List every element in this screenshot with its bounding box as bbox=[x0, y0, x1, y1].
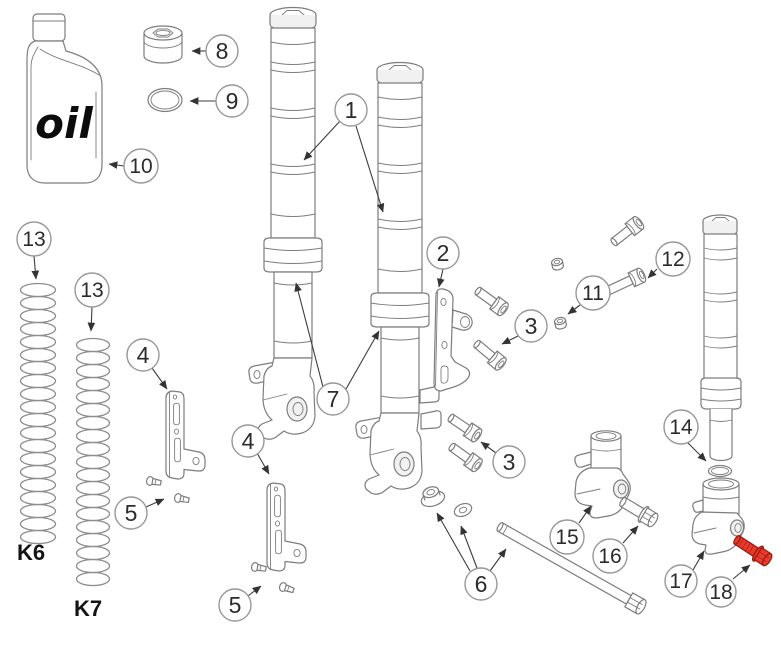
fork-leg-right bbox=[355, 61, 442, 495]
callout-number: 7 bbox=[327, 386, 340, 412]
callout-10[interactable]: 10 bbox=[123, 148, 159, 184]
axle-pinch-bolt-part16 bbox=[619, 496, 659, 528]
callout-8[interactable]: 8 bbox=[205, 34, 239, 68]
callout-number: 15 bbox=[555, 526, 578, 549]
fork-cap-part8 bbox=[143, 25, 183, 64]
axle-nut-part6 bbox=[420, 486, 446, 508]
callout-circle bbox=[231, 424, 265, 458]
callout-number: 8 bbox=[216, 38, 229, 64]
callout-circle bbox=[316, 382, 350, 416]
callout-7[interactable]: 7 bbox=[316, 382, 350, 416]
callout-circle bbox=[492, 445, 526, 479]
callout-4-upper[interactable]: 4 bbox=[126, 338, 160, 372]
callout-number: 4 bbox=[242, 428, 255, 454]
callout-number: 5 bbox=[125, 500, 138, 526]
callout-15[interactable]: 15 bbox=[549, 519, 585, 555]
callout-circle bbox=[123, 148, 159, 184]
spring-label-k6: K6 bbox=[17, 540, 45, 565]
callout-circle bbox=[592, 538, 628, 574]
callout-number: 18 bbox=[709, 581, 732, 604]
callout-6[interactable]: 6 bbox=[464, 567, 498, 601]
oil-label: oil bbox=[35, 99, 93, 148]
callout-circle bbox=[114, 496, 148, 530]
callout-number: 10 bbox=[129, 155, 152, 178]
callout-number: 3 bbox=[525, 313, 538, 339]
callout-circle bbox=[664, 564, 698, 598]
callout-5-lower[interactable]: 5 bbox=[218, 588, 252, 622]
axle-washer-part6 bbox=[453, 502, 473, 518]
callout-number: 13 bbox=[22, 228, 45, 251]
callout-12[interactable]: 12 bbox=[655, 241, 691, 277]
callout-circle bbox=[74, 272, 110, 308]
callout-circle bbox=[16, 221, 52, 257]
callout-circle bbox=[663, 409, 699, 445]
callout-number: 13 bbox=[80, 279, 103, 302]
callout-number: 14 bbox=[669, 416, 693, 439]
callout-number: 2 bbox=[437, 240, 450, 266]
axle-holder-part15 bbox=[574, 430, 631, 519]
callout-circle bbox=[655, 241, 691, 277]
callout-circle bbox=[549, 519, 585, 555]
leader-lines bbox=[31, 47, 751, 597]
highlighted-bolt-part18[interactable] bbox=[730, 531, 774, 568]
caliper-bracket-part2 bbox=[433, 288, 473, 392]
damper-tube-part14 bbox=[700, 214, 742, 462]
callout-18[interactable]: 18 bbox=[705, 576, 737, 608]
callout-4-lower[interactable]: 4 bbox=[231, 424, 265, 458]
callout-number: 11 bbox=[582, 282, 604, 305]
callout-number: 4 bbox=[137, 342, 150, 368]
callout-circle bbox=[514, 309, 548, 343]
callout-number: 9 bbox=[226, 88, 239, 114]
axle-part6 bbox=[496, 522, 647, 615]
callout-16[interactable]: 16 bbox=[592, 538, 628, 574]
spring-label-k7: K7 bbox=[74, 596, 102, 621]
callout-circle bbox=[218, 588, 252, 622]
callout-13-right[interactable]: 13 bbox=[74, 272, 110, 308]
callout-circle bbox=[334, 93, 368, 127]
callout-number: 5 bbox=[229, 592, 242, 618]
callout-3-upper[interactable]: 3 bbox=[514, 309, 548, 343]
callout-17[interactable]: 17 bbox=[664, 564, 698, 598]
callout-circle bbox=[126, 338, 160, 372]
axle-holder-part17 bbox=[691, 477, 745, 555]
o-ring-part9 bbox=[147, 87, 183, 113]
callout-5-upper[interactable]: 5 bbox=[114, 496, 148, 530]
callout-number: 6 bbox=[475, 571, 488, 597]
oil-bottle: oil bbox=[26, 13, 103, 184]
callout-number: 3 bbox=[503, 449, 516, 475]
callout-circle bbox=[205, 34, 239, 68]
callout-number: 17 bbox=[669, 570, 692, 593]
callout-11[interactable]: 11 bbox=[575, 275, 611, 311]
callout-3-lower[interactable]: 3 bbox=[492, 445, 526, 479]
callout-circle bbox=[215, 84, 249, 118]
callout-13-left[interactable]: 13 bbox=[16, 221, 52, 257]
callout-circle bbox=[464, 567, 498, 601]
callout-number: 1 bbox=[345, 97, 358, 123]
callout-14[interactable]: 14 bbox=[663, 409, 699, 445]
callout-1[interactable]: 1 bbox=[334, 93, 368, 127]
callout-circle bbox=[575, 275, 611, 311]
callout-circle bbox=[705, 576, 737, 608]
callout-2[interactable]: 2 bbox=[426, 236, 460, 270]
o-ring-part14 bbox=[707, 464, 733, 478]
callout-circle bbox=[426, 236, 460, 270]
callout-9[interactable]: 9 bbox=[215, 84, 249, 118]
callout-number: 16 bbox=[598, 545, 621, 568]
callout-number: 12 bbox=[661, 248, 684, 271]
